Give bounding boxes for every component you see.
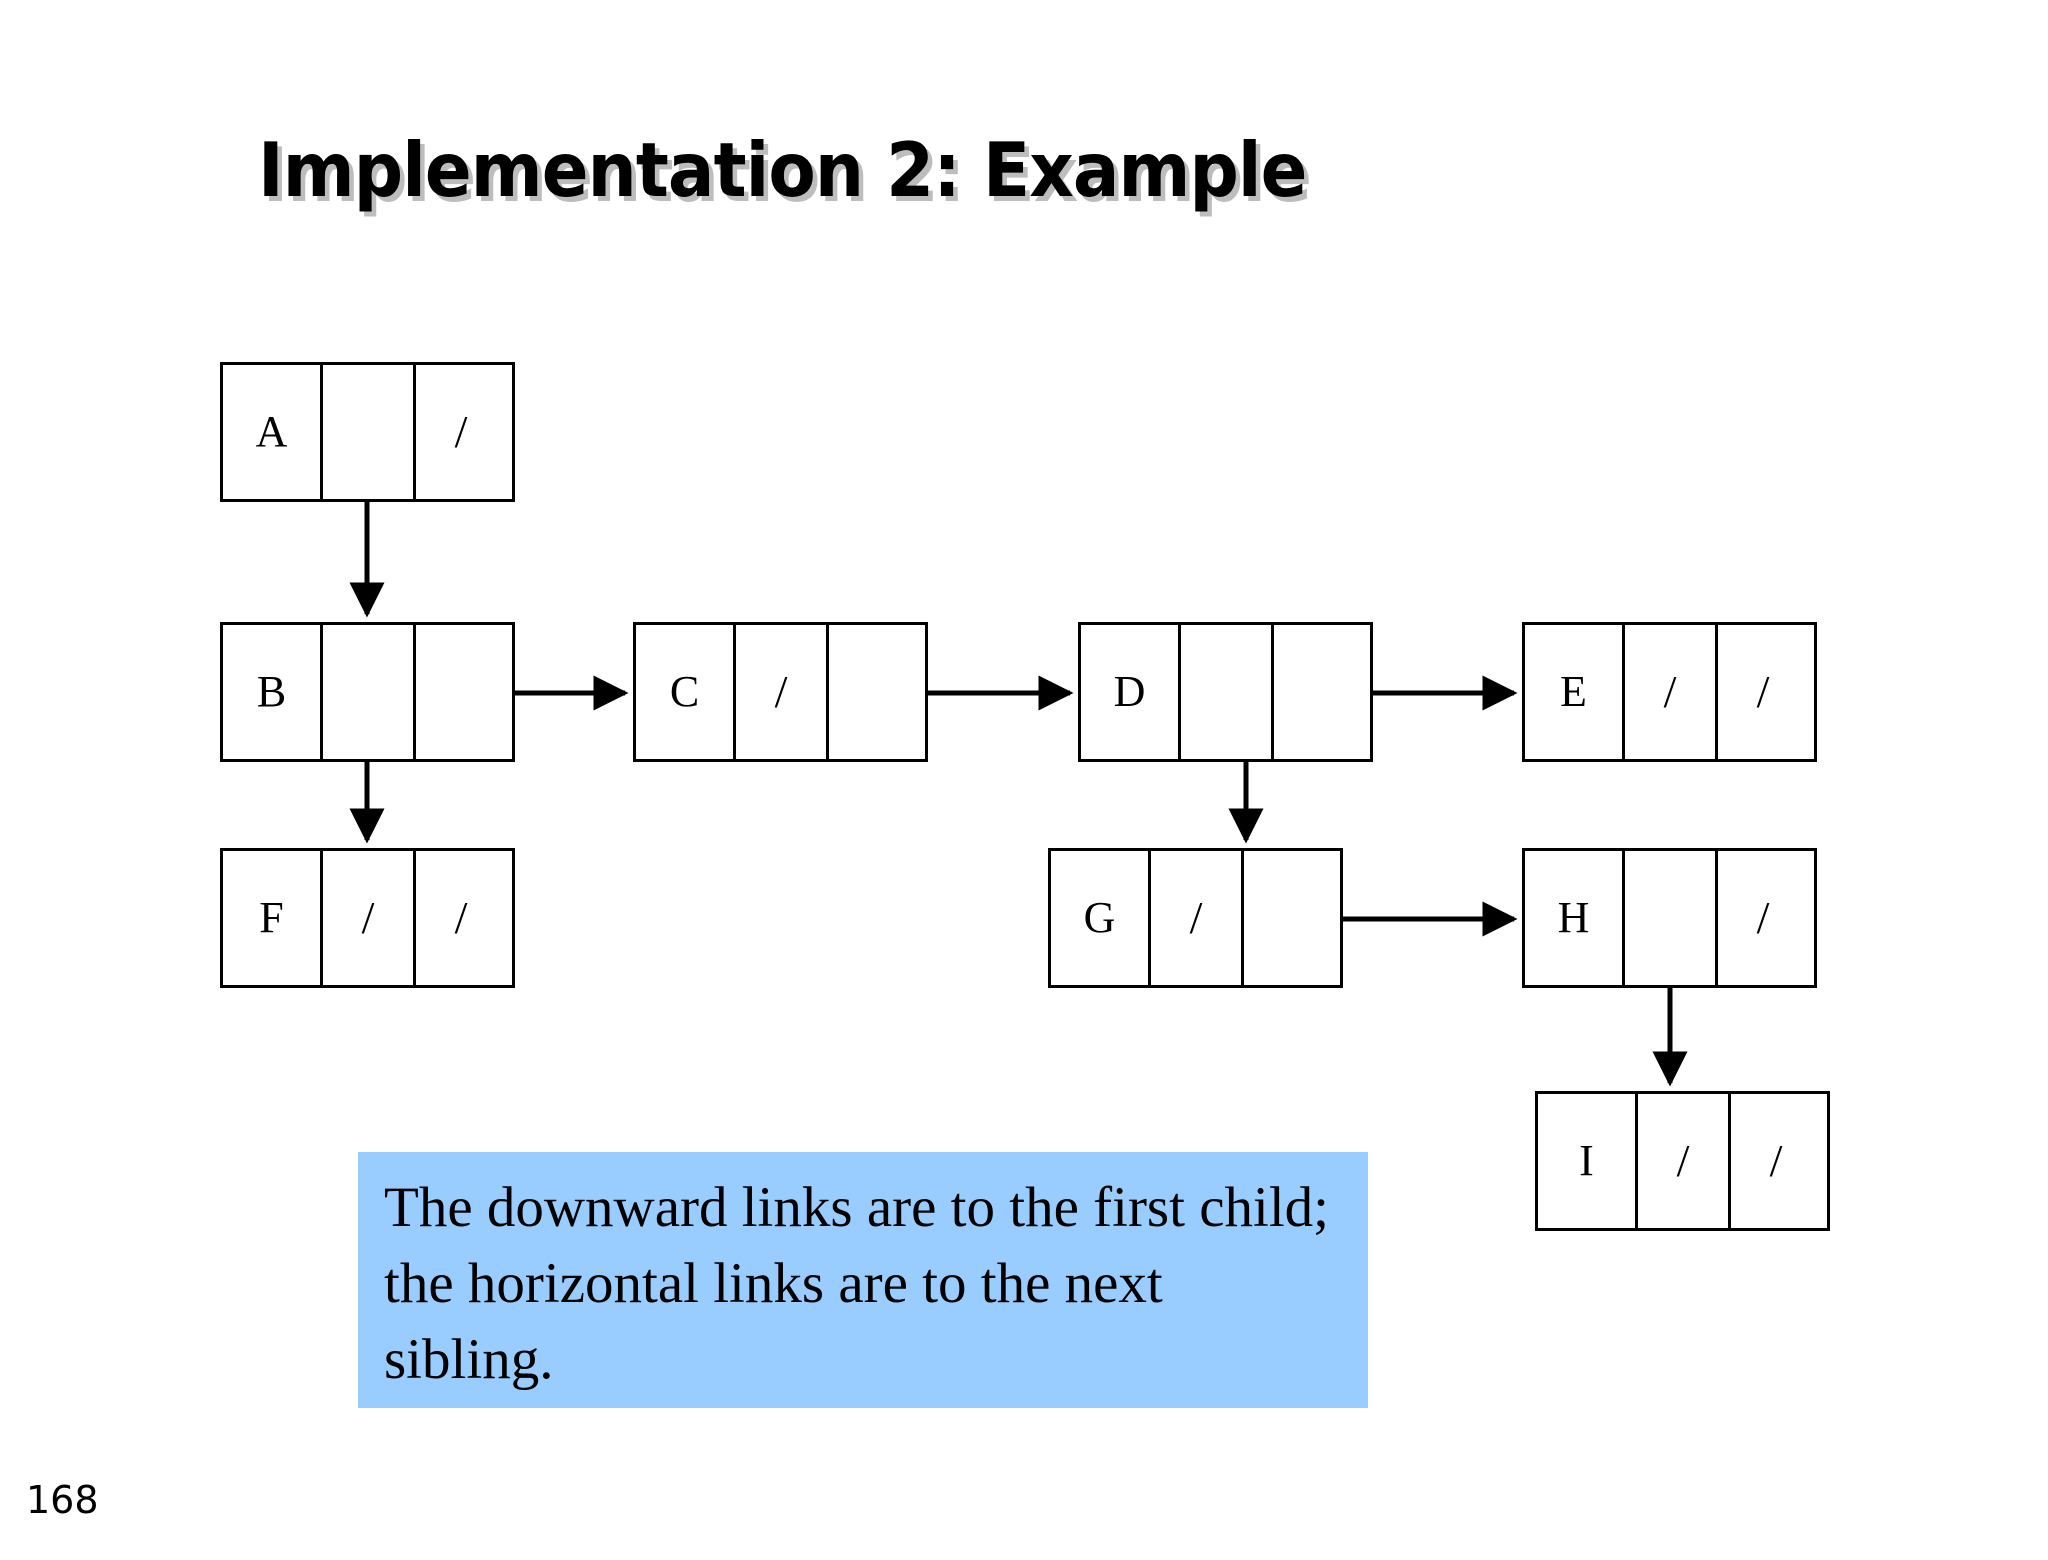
node-e-child-pointer: / bbox=[1622, 625, 1715, 759]
node-e-label: E bbox=[1560, 667, 1587, 716]
tree-node-c[interactable]: C / bbox=[633, 622, 928, 762]
node-i-child-pointer: / bbox=[1635, 1094, 1728, 1228]
node-h-child-pointer bbox=[1622, 851, 1715, 985]
node-g-label: G bbox=[1083, 893, 1116, 942]
tree-node-b[interactable]: B bbox=[220, 622, 515, 762]
caption-callout: The downward links are to the first chil… bbox=[358, 1152, 1368, 1408]
node-d-child-pointer bbox=[1178, 625, 1271, 759]
tree-node-e[interactable]: E / / bbox=[1522, 622, 1817, 762]
tree-node-a[interactable]: A / bbox=[220, 362, 515, 502]
node-h-sibling-pointer: / bbox=[1715, 851, 1808, 985]
node-a-sibling-pointer: / bbox=[413, 365, 506, 499]
tree-node-h[interactable]: H / bbox=[1522, 848, 1817, 988]
node-f-child-pointer: / bbox=[320, 851, 413, 985]
node-d-sibling-pointer bbox=[1271, 625, 1364, 759]
node-g-sibling-pointer bbox=[1241, 851, 1334, 985]
page-number: 168 bbox=[26, 1478, 99, 1522]
node-b-child-pointer bbox=[320, 625, 413, 759]
node-d-label: D bbox=[1113, 667, 1146, 716]
tree-node-d[interactable]: D bbox=[1078, 622, 1373, 762]
node-e-sibling-pointer: / bbox=[1715, 625, 1808, 759]
node-a-label: A bbox=[255, 407, 288, 456]
node-b-sibling-pointer bbox=[413, 625, 506, 759]
page-title: Implementation 2: Example bbox=[258, 126, 1307, 214]
node-i-label: I bbox=[1579, 1136, 1594, 1185]
node-h-label: H bbox=[1557, 893, 1590, 942]
node-f-sibling-pointer: / bbox=[413, 851, 506, 985]
node-g-child-pointer: / bbox=[1148, 851, 1241, 985]
caption-text: The downward links are to the first chil… bbox=[384, 1176, 1330, 1391]
node-b-label: B bbox=[256, 667, 287, 716]
tree-node-f[interactable]: F / / bbox=[220, 848, 515, 988]
node-i-sibling-pointer: / bbox=[1728, 1094, 1821, 1228]
node-c-sibling-pointer bbox=[826, 625, 919, 759]
node-f-label: F bbox=[259, 893, 284, 942]
node-c-child-pointer: / bbox=[733, 625, 826, 759]
node-c-label: C bbox=[669, 667, 700, 716]
tree-node-g[interactable]: G / bbox=[1048, 848, 1343, 988]
node-a-child-pointer bbox=[320, 365, 413, 499]
tree-node-i[interactable]: I / / bbox=[1535, 1091, 1830, 1231]
